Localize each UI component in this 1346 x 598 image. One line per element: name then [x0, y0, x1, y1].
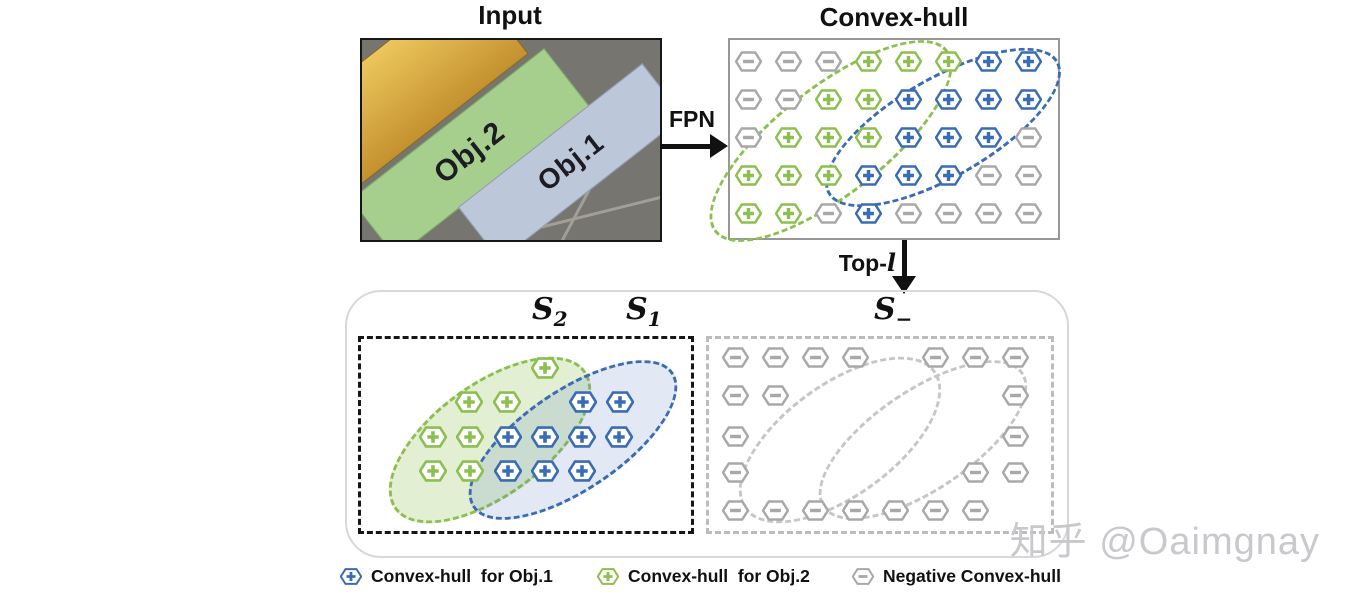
set-s1-label: S1 [626, 292, 662, 331]
top-l-arrow-head [892, 276, 916, 294]
negative-set-box [706, 336, 1054, 534]
legend-label: Convex-hull for Obj.2 [628, 566, 810, 586]
legend-label: Negative Convex-hull [883, 566, 1061, 586]
input-image: Obj.2 Obj.1 [360, 38, 662, 242]
fpn-arrow-line [660, 144, 712, 149]
top-l-label: Top-l [806, 248, 896, 277]
gray-minus-hexagon-icon [851, 567, 875, 586]
legend-item-obj1: Convex-hull for Obj.1 [339, 566, 553, 587]
legend-label: Convex-hull for Obj.1 [371, 566, 553, 586]
top-l-arrow-line [902, 240, 907, 278]
fpn-label: FPN [669, 106, 715, 132]
set-s-negative-label: S− [874, 292, 913, 331]
legend-item-obj2: Convex-hull for Obj.2 [596, 566, 810, 587]
top-l-prefix: Top- [838, 250, 887, 276]
fpn-arrow-head [710, 134, 728, 158]
selection-container [345, 290, 1069, 558]
positive-set-box [358, 336, 694, 534]
watermark: 知乎 @Oaimgnay [1009, 521, 1320, 563]
blue-plus-hexagon-icon [339, 567, 363, 586]
input-title: Input [478, 0, 542, 30]
legend-item-negative: Negative Convex-hull [851, 566, 1061, 587]
convex-hull-title: Convex-hull [819, 2, 969, 32]
set-s2-label: S2 [532, 292, 568, 331]
green-plus-hexagon-icon [596, 567, 620, 586]
top-l-variable: l [886, 248, 896, 277]
